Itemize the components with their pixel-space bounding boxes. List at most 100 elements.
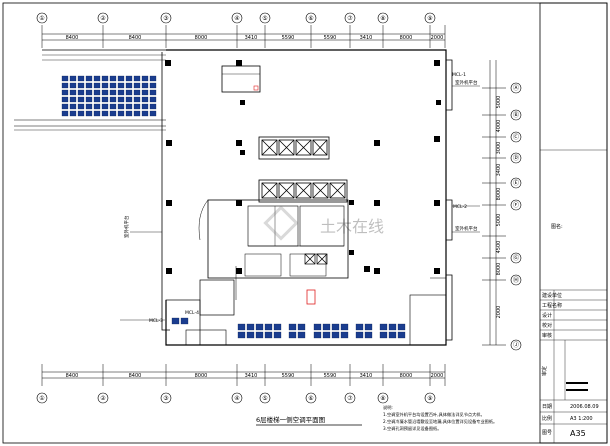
bottom-dim-6: 5590 [324,373,337,379]
top-axis-9: ⑨ [427,15,432,22]
titleblock-label-name: 图名: [551,223,563,230]
top-dim-4: 3410 [245,35,258,41]
right-dim-6: 5000 [496,214,502,227]
building-outline [14,49,453,346]
top-axis-1: ① [39,15,44,22]
top-axis-5: ⑤ [262,15,267,22]
bottom-dim-8: 8000 [400,373,413,379]
right-dim-1: 5000 [496,96,502,109]
drawing-title: 6层楼梯一侧空调平面图 [256,415,325,424]
room-label-2: MCL-2 [453,204,467,210]
note-1: 1.空调室外机平台均设置百叶,具体做法详见节点大样。 [383,411,485,418]
top-axis-3: ③ [163,15,168,22]
top-axis-4: ④ [234,15,239,22]
bottom-dim-1: 8400 [66,373,79,379]
bottom-axis-5: ⑤ [262,395,267,402]
notes-title: 说明: [383,404,393,411]
bottom-dim-5: 5590 [282,373,295,379]
right-dim-7: 4500 [496,241,502,254]
drawing-date: 2006.08.09 [570,404,599,410]
right-dim-9: 2000 [496,306,502,319]
titleblock-label-date: 日期 [542,404,552,410]
right-axis-f: Ⓕ [513,201,519,209]
right-dimension-line [482,60,506,346]
right-dim-5: 8000 [496,188,502,201]
bottom-dim-9: 2000 [431,373,444,379]
watermark-text: 土木在线 [320,217,384,236]
top-axis-7: ⑦ [347,15,353,22]
room-label-1: MCL-1 [452,72,466,78]
notes-block: 说明: 1.空调室外机平台均设置百叶,具体做法详见节点大样。 2.空调冷凝水管沿… [383,404,497,432]
side-notes: 室外机平台 室外机平台 室外机平台 [123,79,478,238]
bottom-dim-3: 8000 [195,373,208,379]
right-axis-e: Ⓔ [513,179,519,187]
bottom-dim-7: 3410 [360,373,373,379]
bottom-dimension-line [41,364,446,386]
right-axis-a: Ⓐ [513,84,519,92]
titleblock-label-approve: 审定 [541,366,548,376]
right-axis-bubbles [510,82,522,351]
elevator-bank-middle [258,179,348,203]
top-dim-1: 8400 [66,35,79,41]
bottom-dim-2: 8400 [129,373,142,379]
right-axis-labels: Ⓐ Ⓑ Ⓒ Ⓓ Ⓔ Ⓕ Ⓖ Ⓗ Ⓙ [513,84,519,349]
bottom-axis-9: ⑨ [427,395,432,402]
top-dim-8: 8000 [400,35,413,41]
room-labels: MCL-1 MCL-2 MCL-3 MCL-4 [149,72,467,324]
bottom-axis-4: ④ [234,395,239,402]
right-dim-8: 8000 [496,263,502,276]
top-dim-7: 3410 [360,35,373,41]
bottom-axis-2: ② [100,395,106,402]
bottom-dimension-values: 8400 8400 8000 3410 5590 5590 3410 8000 … [66,373,444,379]
right-axis-d: Ⓓ [513,154,519,162]
side-note-3: 室外机平台 [123,215,130,238]
right-axis-h: Ⓗ [513,276,519,284]
ac-units-upper-left [61,75,157,117]
right-axis-b: Ⓑ [513,111,519,119]
right-dim-4: 3400 [496,164,502,177]
structural-columns [165,60,441,274]
top-axis-8: ⑧ [380,15,385,22]
right-dim-2: 4000 [496,120,502,133]
titleblock-label-design: 设计 [542,312,552,319]
titleblock-label-project: 工程名称 [542,302,562,309]
bottom-axis-8: ⑧ [380,395,385,402]
room-label-3: MCL-3 [149,318,163,324]
drawing-scale: A3 1:200 [570,416,593,422]
right-axis-g: Ⓖ [513,254,519,262]
right-dim-3: 3000 [496,142,502,155]
note-3: 3.空调孔洞预留详见设备图纸。 [383,425,441,432]
highlight-marker [306,289,316,305]
top-axis-labels: ① ② ③ ④ ⑤ ⑥ ⑦ ⑧ ⑨ [39,15,432,22]
titleblock-label-review: 审核 [542,332,552,339]
titleblock-label-scale: 比例 [542,415,552,422]
elevator-bank-lower [304,253,328,265]
watermark: 土木在线 [263,205,384,241]
side-note-2: 室外机平台 [455,225,478,232]
titleblock-label-sheet: 图号 [542,430,552,436]
right-dimension-values: 5000 4000 3000 3400 8000 5000 4500 8000 … [496,96,502,319]
bottom-axis-1: ① [39,395,44,402]
top-dimension-values: 8400 8400 8000 3410 5590 5590 3410 8000 … [66,35,444,41]
titleblock-label-client: 建设单位 [542,292,562,299]
top-axis-6: ⑥ [308,15,313,22]
title-block: 图名: 建设单位 工程名称 设计 校对 审核 审定 日期 比例 图号 2006.… [539,2,608,444]
top-dim-3: 8000 [195,35,208,41]
bottom-axis-7: ⑦ [347,395,353,402]
top-axis-2: ② [100,15,106,22]
sheet-number: A35 [570,429,586,438]
top-axis-bubbles [36,12,436,24]
top-dim-9: 2000 [431,35,444,41]
elevator-bank-upper [258,136,330,160]
top-dim-5: 5590 [282,35,295,41]
top-dim-2: 8400 [129,35,142,41]
bottom-axis-bubbles [36,392,436,404]
highlight-marker-small [253,85,259,91]
top-dimension-line [41,25,446,48]
right-axis-c: Ⓒ [513,133,519,141]
titleblock-label-check: 校对 [542,322,552,329]
annotation-leaders [120,85,480,321]
bottom-dim-4: 3410 [245,373,258,379]
